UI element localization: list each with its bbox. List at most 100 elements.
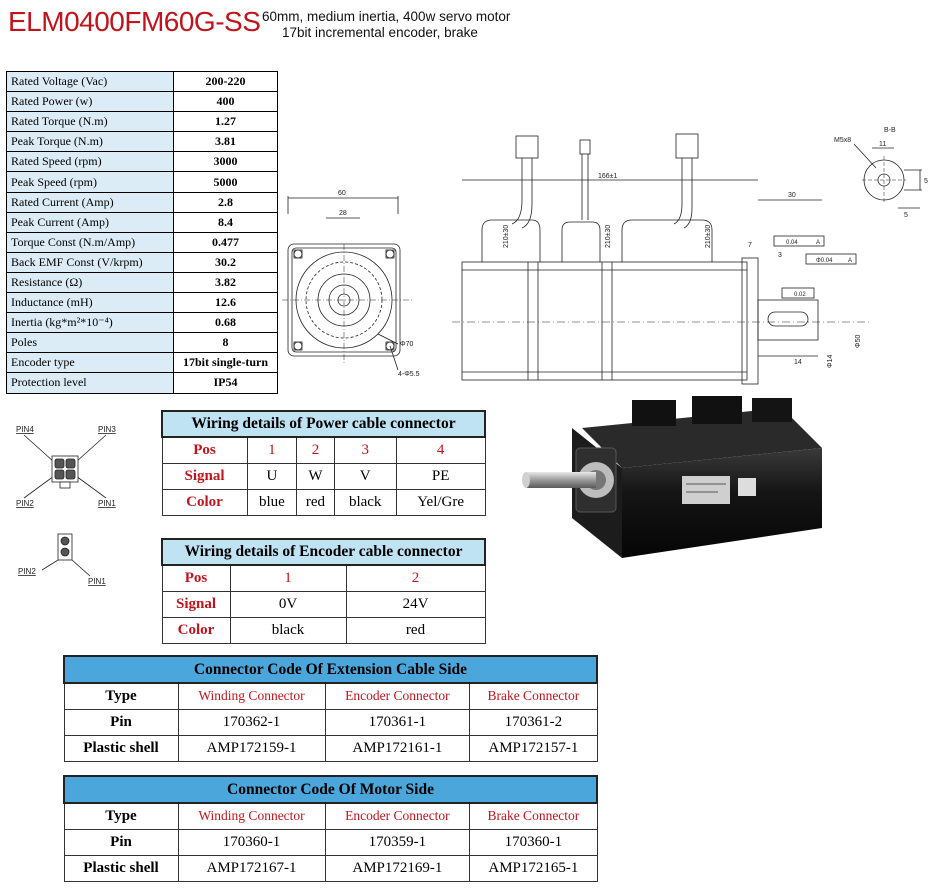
model-title: ELM0400FM60G-SS: [8, 6, 261, 37]
spec-row: Resistance (Ω)3.82: [6, 271, 278, 294]
table-header-row: Type Winding Connector Encoder Connector…: [63, 682, 598, 710]
side-cable-left-length: 210±30: [503, 225, 510, 248]
column-header: Encoder Connector: [324, 802, 471, 830]
table-cell: 2: [345, 564, 486, 592]
spec-value: 30.2: [173, 251, 278, 273]
column-header: Brake Connector: [469, 682, 598, 710]
side-dim-7: 7: [748, 242, 752, 249]
motor-side-code-table: Connector Code Of Motor Side Type Windin…: [63, 775, 598, 882]
side-view-drawing: 210±30 210±30 210±30 166±1 30 7 3 0.04 A…: [452, 120, 872, 390]
spec-label: Rated Power (w): [6, 91, 174, 113]
spec-value: 3.81: [173, 131, 278, 153]
encoder-table-title: Wiring details of Encoder cable connecto…: [161, 538, 486, 566]
extension-cable-code-table: Connector Code Of Extension Cable Side T…: [63, 655, 598, 762]
front-dim-circle: Φ70: [400, 341, 413, 348]
spec-label: Peak Torque (N.m): [6, 131, 174, 153]
column-header: Brake Connector: [469, 802, 598, 830]
table-cell: 3: [333, 436, 397, 464]
spec-label: Rated Current (Amp): [6, 191, 174, 213]
column-header: Type: [63, 682, 179, 710]
encoder-pin2-label: PIN2: [18, 567, 36, 576]
section-dim-5b: 5: [904, 212, 908, 219]
power-wiring-table: Wiring details of Power cable connector …: [161, 410, 486, 516]
spec-value: IP54: [173, 372, 278, 394]
side-tol-1: 0.04: [786, 240, 798, 246]
table-cell: 170361-2: [469, 708, 598, 736]
spec-label: Rated Voltage (Vac): [6, 70, 174, 93]
row-label: Pos: [161, 436, 248, 464]
table-row: Color black red: [161, 616, 486, 644]
row-label: Pin: [63, 828, 179, 856]
table-cell: 24V: [345, 590, 486, 618]
spec-value: 2.8: [173, 191, 278, 213]
spec-label: Peak Current (Amp): [6, 211, 174, 233]
spec-label: Protection level: [6, 372, 174, 394]
encoder-pin-diagram: PIN2 PIN1: [14, 530, 124, 594]
section-dim-11: 11: [879, 141, 886, 148]
spec-label: Torque Const (N.m/Amp): [6, 231, 174, 253]
section-dim-5a: 5: [924, 178, 928, 185]
table-cell: V: [333, 462, 397, 490]
table-cell: W: [296, 462, 335, 490]
table-cell: 170361-1: [324, 708, 471, 736]
section-thread: M5x8: [834, 137, 851, 144]
spec-value: 3.82: [173, 271, 278, 294]
spec-row: Rated Power (w)400: [6, 91, 278, 113]
column-header: Winding Connector: [177, 802, 326, 830]
row-label: Plastic shell: [63, 854, 179, 882]
spec-label: Back EMF Const (V/krpm): [6, 251, 174, 273]
table-row: Signal 0V 24V: [161, 590, 486, 618]
side-dim-flange-dia: Φ50: [855, 335, 862, 348]
row-label: Signal: [161, 590, 231, 618]
side-cable-mid-length: 210±30: [605, 225, 612, 248]
table-cell: AMP172159-1: [177, 734, 326, 762]
table-cell: black: [333, 488, 397, 516]
spec-label: Inductance (mH): [6, 292, 174, 314]
power-table-title: Wiring details of Power cable connector: [161, 410, 486, 438]
table-header-row: Type Winding Connector Encoder Connector…: [63, 802, 598, 830]
column-header: Type: [63, 802, 179, 830]
row-label: Color: [161, 488, 248, 516]
table-row: Pos 1 2 3 4: [161, 436, 486, 464]
row-label: Pin: [63, 708, 179, 736]
spec-row: Inductance (mH)12.6: [6, 292, 278, 314]
table-cell: red: [345, 616, 486, 644]
table-cell: 4: [395, 436, 486, 464]
spec-label: Inertia (kg*m²*10⁻⁴): [6, 312, 174, 334]
spec-value: 3000: [173, 151, 278, 173]
table-cell: AMP172157-1: [469, 734, 598, 762]
motor-photo: [512, 388, 832, 568]
spec-row: Torque Const (N.m/Amp)0.477: [6, 231, 278, 253]
table-cell: AMP172169-1: [324, 854, 471, 882]
row-label: Color: [161, 616, 231, 644]
side-dim-shaft-length: 30: [788, 192, 796, 199]
table-cell: 170360-1: [469, 828, 598, 856]
table-row: Pin 170362-1 170361-1 170361-2: [63, 708, 598, 736]
spec-row: Peak Current (Amp)8.4: [6, 211, 278, 233]
spec-label: Poles: [6, 332, 174, 354]
spec-row: Rated Voltage (Vac)200-220: [6, 70, 278, 93]
spec-value: 5000: [173, 171, 278, 193]
side-dim-shaft-dia: Φ14: [827, 355, 834, 368]
front-view-drawing: 60 28 Φ70 4-Φ5.5: [282, 184, 432, 384]
spec-value: 200-220: [173, 70, 278, 93]
table-cell: 0V: [229, 590, 347, 618]
front-dim-holes: 4-Φ5.5: [398, 371, 420, 378]
pin2-label: PIN2: [16, 499, 34, 508]
table-cell: 2: [296, 436, 335, 464]
pin1-label: PIN1: [98, 499, 116, 508]
table-cell: AMP172161-1: [324, 734, 471, 762]
column-header: Winding Connector: [177, 682, 326, 710]
spec-value: 0.68: [173, 312, 278, 334]
side-dim-3: 3: [778, 252, 782, 259]
model-description: 60mm, medium inertia, 400w servo motor 1…: [262, 9, 510, 41]
section-title: B-B: [884, 127, 896, 134]
spec-value: 400: [173, 91, 278, 113]
table-cell: 170362-1: [177, 708, 326, 736]
side-dim-length: 166±1: [598, 173, 618, 180]
table-row: Plastic shell AMP172159-1 AMP172161-1 AM…: [63, 734, 598, 762]
encoder-wiring-table: Wiring details of Encoder cable connecto…: [161, 538, 486, 644]
spec-value: 8.4: [173, 211, 278, 233]
